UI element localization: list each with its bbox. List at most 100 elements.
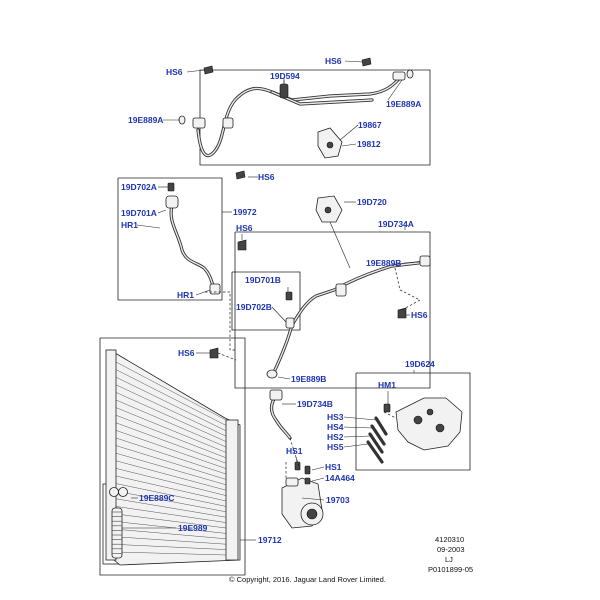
dashed-lines: [205, 267, 421, 478]
condenser-fin-line: [115, 536, 227, 545]
desiccant-19e989: [111, 507, 123, 559]
condenser-fin-line: [115, 437, 227, 475]
clip-hs6-hose: [237, 239, 247, 251]
label-hs2: HS2: [327, 432, 344, 442]
condenser-fin-line: [115, 445, 227, 480]
clip-hs6-upper-right: [361, 57, 372, 67]
compressor-19703: [281, 477, 324, 529]
label-hs6-e: HS6: [411, 310, 428, 320]
clip-hs6-mid: [235, 170, 246, 180]
desiccant-ribs: [112, 511, 122, 554]
label-19d701a: 19D701A: [121, 208, 157, 218]
label-19e889b-a: 19E889B: [366, 258, 401, 268]
condenser-fin-line: [115, 468, 227, 496]
bolts-hs2-hs5: [366, 416, 388, 464]
bracket-19d720: [315, 195, 351, 269]
condenser-fin-line: [115, 513, 227, 529]
group-box-hose-b: [234, 231, 431, 389]
condenser-fin-line: [115, 490, 227, 513]
condenser-fin-line: [115, 521, 227, 534]
label-19972: 19972: [233, 207, 257, 217]
condenser-fin-line: [115, 384, 227, 437]
meta-initials: LJ: [445, 555, 453, 564]
group-box-condenser: [99, 337, 246, 576]
group-box-bracket: [355, 372, 471, 471]
label-hs3: HS3: [327, 412, 344, 422]
label-19d624: 19D624: [405, 359, 435, 369]
hose-19d734a: [266, 255, 431, 379]
condenser-fin-line: [115, 498, 227, 518]
group-box-upper: [199, 69, 431, 166]
label-hs6-f: HS6: [178, 348, 195, 358]
label-hs6-b: HS6: [325, 56, 342, 66]
label-hr1-a: HR1: [121, 220, 138, 230]
label-19d701b: 19D701B: [245, 275, 281, 285]
condenser-fin-line: [115, 422, 227, 464]
meta-ref: P0101899-05: [428, 565, 473, 574]
bracket-19d624: [395, 397, 463, 451]
label-19d702a: 19D702A: [121, 182, 157, 192]
condenser-fins: [115, 361, 227, 556]
clip-hs6-upper-left: [203, 65, 214, 75]
pipe-19867: [192, 71, 406, 158]
condenser-fin-line: [115, 544, 227, 550]
part-labels: HS6 HS6 19D594 19E889A 19E889A 19867 198…: [121, 56, 435, 545]
condenser-fin-line: [115, 475, 227, 502]
valve-19d701b: [285, 291, 295, 329]
label-14a464: 14A464: [325, 473, 355, 483]
label-19d734b: 19D734B: [297, 399, 333, 409]
leader-lines: [122, 60, 421, 541]
label-19e889a-b: 19E889A: [386, 99, 421, 109]
condenser-fin-line: [115, 460, 227, 491]
group-box-hose-a: [117, 177, 223, 301]
label-19712: 19712: [258, 535, 282, 545]
clip-hs6-left: [209, 347, 219, 359]
label-19d594: 19D594: [270, 71, 300, 81]
condenser-fin-line: [115, 361, 227, 421]
meta-code: 4120310: [435, 535, 464, 544]
label-19812: 19812: [357, 139, 381, 149]
label-hs5: HS5: [327, 442, 344, 452]
condenser-fin-line: [115, 399, 227, 448]
label-hs1-b: HS1: [325, 462, 342, 472]
clip-hs6-right: [397, 307, 407, 319]
label-19e889c: 19E889C: [139, 493, 174, 503]
label-19d720: 19D720: [357, 197, 387, 207]
label-19e889b-b: 19E889B: [291, 374, 326, 384]
condenser-fin-line: [115, 407, 227, 453]
label-19867: 19867: [358, 120, 382, 130]
condenser-fin-line: [115, 376, 227, 432]
stud-hm1: [383, 403, 391, 413]
label-hs1-a: HS1: [286, 446, 303, 456]
diagram-meta: 4120310 09-2003 LJ P0101899-05 © Copyrig…: [229, 535, 473, 584]
label-19703: 19703: [326, 495, 350, 505]
label-19d734a: 19D734A: [378, 219, 414, 229]
condenser-fin-line: [115, 369, 227, 426]
meta-copyright: © Copyright, 2016. Jaguar Land Rover Lim…: [229, 575, 386, 584]
hose-19d734b: [269, 389, 292, 440]
bracket-19812: [317, 127, 343, 159]
fasteners-hs1-14a464: [294, 461, 311, 485]
condenser-fin-line: [115, 392, 227, 442]
label-19d702b: 19D702B: [236, 302, 272, 312]
label-hs6-d: HS6: [236, 223, 253, 233]
label-hs6-c: HS6: [258, 172, 275, 182]
condenser-fin-line: [115, 483, 227, 507]
seal-19e889a-right: [406, 69, 414, 79]
condenser-fin-line: [115, 506, 227, 523]
label-hm1: HM1: [378, 380, 396, 390]
label-hs6-a: HS6: [166, 67, 183, 77]
label-hr1-b: HR1: [177, 290, 194, 300]
meta-date: 09-2003: [437, 545, 465, 554]
label-19e889a-a: 19E889A: [128, 115, 163, 125]
hose-19972: [165, 182, 221, 295]
label-19e989: 19E989: [178, 523, 208, 533]
group-box-hose-c: [231, 271, 301, 331]
seals-19e889c: [109, 487, 128, 497]
condenser-fin-line: [115, 452, 227, 486]
condenser-19712: [105, 349, 241, 566]
label-hs4: HS4: [327, 422, 344, 432]
condenser-fin-line: [115, 430, 227, 469]
condenser-fin-line: [115, 551, 227, 556]
